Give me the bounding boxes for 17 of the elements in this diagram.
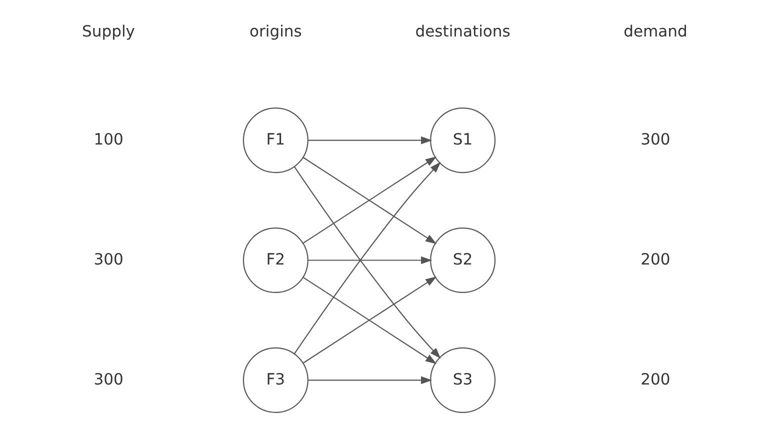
node-circle: F1 — [242, 108, 308, 174]
label: 200 — [640, 370, 670, 388]
label: 300 — [640, 130, 670, 148]
label: 100 — [94, 130, 124, 148]
label: origins — [250, 22, 302, 41]
arrow — [308, 136, 432, 144]
label: 300 — [94, 370, 124, 388]
node-circle: F2 — [242, 227, 308, 294]
label: demand — [624, 22, 688, 41]
label: 200 — [640, 250, 670, 268]
arrow — [308, 376, 432, 384]
label: Supply — [82, 22, 136, 41]
label: 300 — [94, 250, 124, 268]
node-circle: F3 — [242, 347, 308, 413]
arrow — [308, 256, 432, 264]
label: destinations — [415, 22, 510, 41]
node-circle: S2 — [430, 227, 496, 294]
